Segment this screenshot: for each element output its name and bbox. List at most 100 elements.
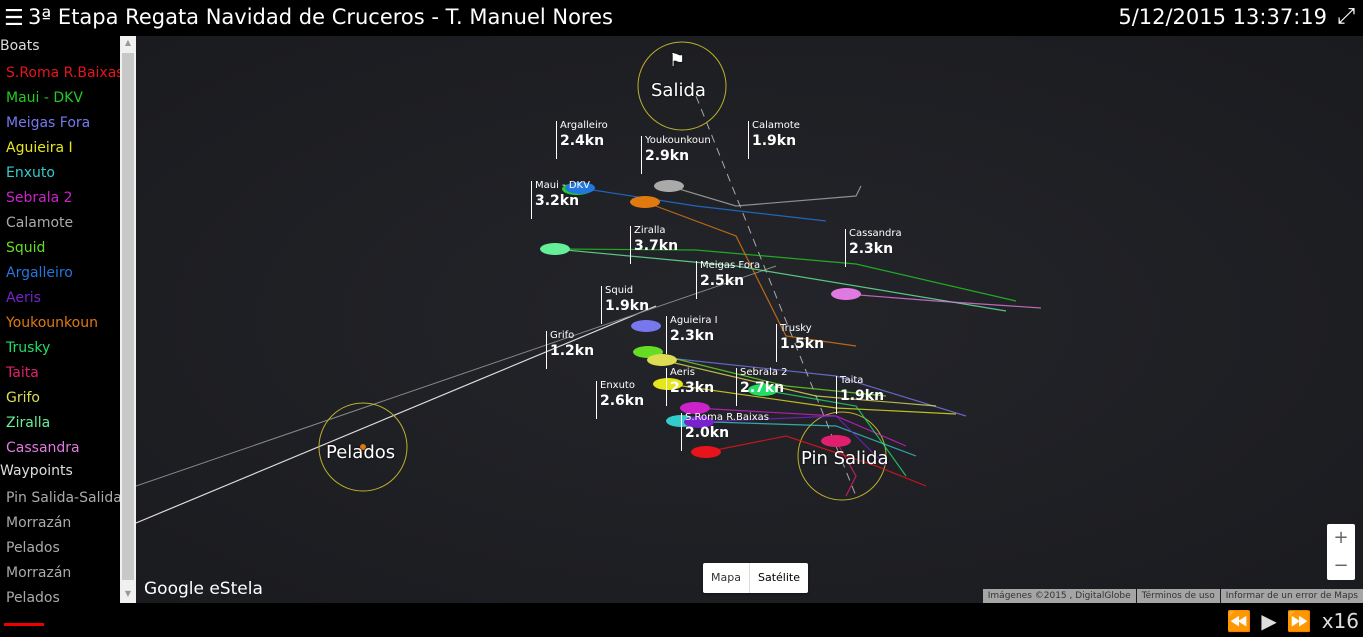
boat-marker[interactable] — [821, 435, 851, 447]
boat-marker[interactable] — [630, 196, 660, 208]
boat-marker[interactable] — [654, 180, 684, 192]
boat-track — [835, 440, 857, 497]
boat-list-item[interactable]: Argalleiro — [6, 265, 73, 281]
boat-list-item[interactable]: Enxuto — [6, 165, 55, 181]
terms-link[interactable]: Términos de uso — [1136, 589, 1220, 603]
boat-label-name: Enxuto — [600, 380, 635, 391]
boat-label-name: Youkounkoun — [645, 135, 711, 146]
boat-track — [762, 389, 907, 477]
boat-label-name: Argalleiro — [560, 120, 608, 131]
zoom-out-button[interactable]: − — [1333, 555, 1349, 576]
scroll-down-icon[interactable]: ▼ — [124, 589, 132, 598]
waypoint-list-item[interactable]: Pin Salida-Salida — [6, 490, 120, 506]
boat-list-item[interactable]: Sebrala 2 — [6, 190, 73, 206]
boat-track — [554, 248, 1007, 312]
boat-label-name: Cassandra — [849, 228, 902, 239]
waypoint-salida[interactable]: Salida — [651, 80, 706, 101]
boats-heading: Boats — [0, 38, 40, 54]
boat-marker[interactable] — [680, 402, 710, 414]
boat-marker[interactable] — [691, 446, 721, 458]
boat-list-item[interactable]: Taita — [6, 365, 39, 381]
map-type-satellite-button[interactable]: Satélite — [748, 563, 808, 593]
boat-list-item[interactable]: Aeris — [6, 290, 41, 306]
boat-label-name: Taita — [840, 375, 864, 386]
scroll-up-icon[interactable]: ▲ — [124, 38, 132, 47]
boat-track — [554, 248, 1017, 302]
waypoint-list-item[interactable]: Pelados — [6, 590, 60, 603]
boat-marker[interactable] — [540, 243, 570, 255]
boat-track — [680, 420, 917, 457]
fast-forward-icon[interactable]: ⏩ — [1286, 609, 1312, 633]
boat-marker[interactable] — [647, 354, 677, 366]
boat-marker[interactable] — [684, 416, 714, 428]
boat-label-speed: 2.7kn — [740, 380, 785, 396]
playback-bar: ⏪ ▶ ⏩ x16 — [0, 603, 1363, 637]
boat-list-item[interactable]: Youkounkoun — [6, 315, 98, 331]
boat-list-item[interactable]: Calamote — [6, 215, 74, 231]
rewind-icon[interactable]: ⏪ — [1226, 609, 1252, 633]
zoom-control: + − — [1327, 524, 1355, 580]
waypoint-pelados[interactable]: Pelados — [326, 442, 396, 463]
waypoints-heading: Waypoints — [0, 463, 73, 479]
boat-marker[interactable] — [831, 288, 861, 300]
boat-label-speed: 2.0kn — [685, 425, 730, 441]
boat-marker[interactable] — [748, 384, 778, 396]
boat-list-item[interactable]: Squid — [6, 240, 46, 256]
boat-label-speed: 3.2kn — [535, 193, 580, 209]
boat-list-item[interactable]: Meigas Fora — [6, 115, 91, 131]
boat-label-name: S.Roma R.Baixas — [685, 412, 769, 423]
boat-speed-label[interactable]: S.Roma R.Baixas 2.0kn — [681, 413, 769, 451]
boat-label-speed: 1.2kn — [550, 343, 595, 359]
play-icon[interactable]: ▶ — [1261, 609, 1277, 633]
boat-list-item[interactable]: Ziralla — [6, 415, 51, 431]
boat-label-speed: 2.3kn — [670, 380, 715, 396]
waypoint-list-item[interactable]: Pelados — [6, 540, 60, 556]
boat-marker[interactable] — [631, 320, 661, 332]
boat-list-item[interactable]: Aguieira I — [6, 140, 73, 156]
boat-marker[interactable] — [653, 378, 683, 390]
scrollbar-thumb[interactable] — [122, 53, 134, 580]
boat-label-speed: 3.7kn — [634, 238, 679, 254]
boat-list-item[interactable]: S.Roma R.Baixas — [6, 65, 120, 81]
boat-marker[interactable] — [565, 182, 595, 194]
boat-label-speed: 2.9kn — [645, 148, 690, 164]
map-logo: Google eStela — [144, 579, 263, 599]
boat-speed-label[interactable]: Youkounkoun 2.9kn — [641, 136, 711, 174]
boat-label-name: Trusky — [780, 323, 812, 334]
boat-list-item[interactable]: Trusky — [6, 340, 51, 356]
boat-label-name: Aguieira I — [670, 315, 718, 326]
boat-list-item[interactable]: Cassandra — [6, 440, 80, 456]
menu-icon[interactable]: ☰ — [4, 6, 24, 31]
boat-track — [579, 187, 827, 222]
zoom-in-button[interactable]: + — [1333, 527, 1349, 548]
boat-label-speed: 1.9kn — [605, 298, 650, 314]
report-error-link[interactable]: Informar de un error de Maps — [1220, 589, 1363, 603]
map-type-map-button[interactable]: Mapa — [711, 571, 741, 584]
imagery-credit: Imágenes ©2015 , DigitalGlobe — [982, 589, 1136, 603]
boat-list-item[interactable]: Maui - DKV — [6, 90, 83, 106]
waypoint-pin-salida[interactable]: Pin Salida — [801, 448, 889, 469]
waypoint-list-item[interactable]: Morrazán — [6, 515, 72, 531]
boat-list-item[interactable]: Grifo — [6, 390, 40, 406]
fullscreen-icon[interactable]: ⤢ — [1337, 4, 1355, 29]
playback-speed[interactable]: x16 — [1321, 609, 1359, 633]
sidebar-scrollbar[interactable]: ▲ ▼ — [120, 36, 136, 603]
boat-track — [661, 359, 937, 407]
map-type-control: Mapa Satélite — [703, 563, 808, 593]
waypoint-list-item[interactable]: Morrazán — [6, 565, 72, 581]
